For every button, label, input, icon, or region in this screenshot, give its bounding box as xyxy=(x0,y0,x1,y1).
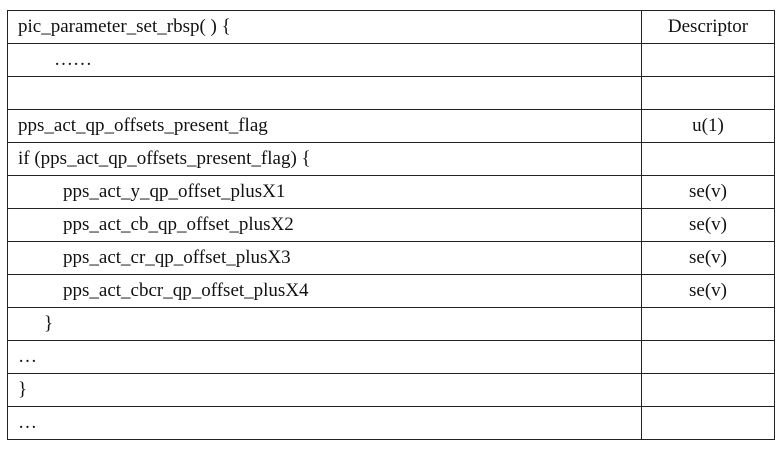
descriptor-cell xyxy=(642,374,775,407)
descriptor-cell: se(v) xyxy=(642,275,775,308)
table-row: pps_act_qp_offsets_present_flag u(1) xyxy=(8,110,775,143)
syntax-cell: … xyxy=(18,341,37,373)
syntax-cell: …… xyxy=(18,44,92,76)
table-row: pps_act_cr_qp_offset_plusX3 se(v) xyxy=(8,242,775,275)
descriptor-cell xyxy=(642,77,775,110)
table-row: } xyxy=(8,374,775,407)
descriptor-header: Descriptor xyxy=(642,11,775,44)
descriptor-cell: se(v) xyxy=(642,176,775,209)
syntax-cell: pps_act_cbcr_qp_offset_plusX4 xyxy=(18,275,309,307)
table-header-row: pic_parameter_set_rbsp( ) { Descriptor xyxy=(8,11,775,44)
table-row: pps_act_cbcr_qp_offset_plusX4 se(v) xyxy=(8,275,775,308)
syntax-cell: } xyxy=(18,308,53,340)
descriptor-cell: se(v) xyxy=(642,209,775,242)
descriptor-cell: se(v) xyxy=(642,242,775,275)
descriptor-cell xyxy=(642,341,775,374)
syntax-cell: pps_act_y_qp_offset_plusX1 xyxy=(18,176,285,208)
syntax-cell: } xyxy=(18,374,27,406)
syntax-cell: pps_act_cr_qp_offset_plusX3 xyxy=(18,242,291,274)
descriptor-cell xyxy=(642,143,775,176)
descriptor-cell xyxy=(642,44,775,77)
syntax-table: pic_parameter_set_rbsp( ) {Descriptor……p… xyxy=(7,10,775,440)
descriptor-cell xyxy=(642,407,775,440)
syntax-cell: pps_act_cb_qp_offset_plusX2 xyxy=(18,209,294,241)
table-row: …… xyxy=(8,44,775,77)
table-row xyxy=(8,77,775,110)
syntax-cell: … xyxy=(18,407,37,439)
descriptor-cell: u(1) xyxy=(642,110,775,143)
descriptor-cell xyxy=(642,308,775,341)
table-row: pps_act_y_qp_offset_plusX1 se(v) xyxy=(8,176,775,209)
syntax-cell: pic_parameter_set_rbsp( ) { xyxy=(18,11,231,43)
table-row: if (pps_act_qp_offsets_present_flag) { xyxy=(8,143,775,176)
syntax-cell: pps_act_qp_offsets_present_flag xyxy=(18,110,268,142)
table-row: } xyxy=(8,308,775,341)
table-row: pps_act_cb_qp_offset_plusX2 se(v) xyxy=(8,209,775,242)
syntax-cell: if (pps_act_qp_offsets_present_flag) { xyxy=(18,143,311,175)
table-row: … xyxy=(8,407,775,440)
table-row: … xyxy=(8,341,775,374)
